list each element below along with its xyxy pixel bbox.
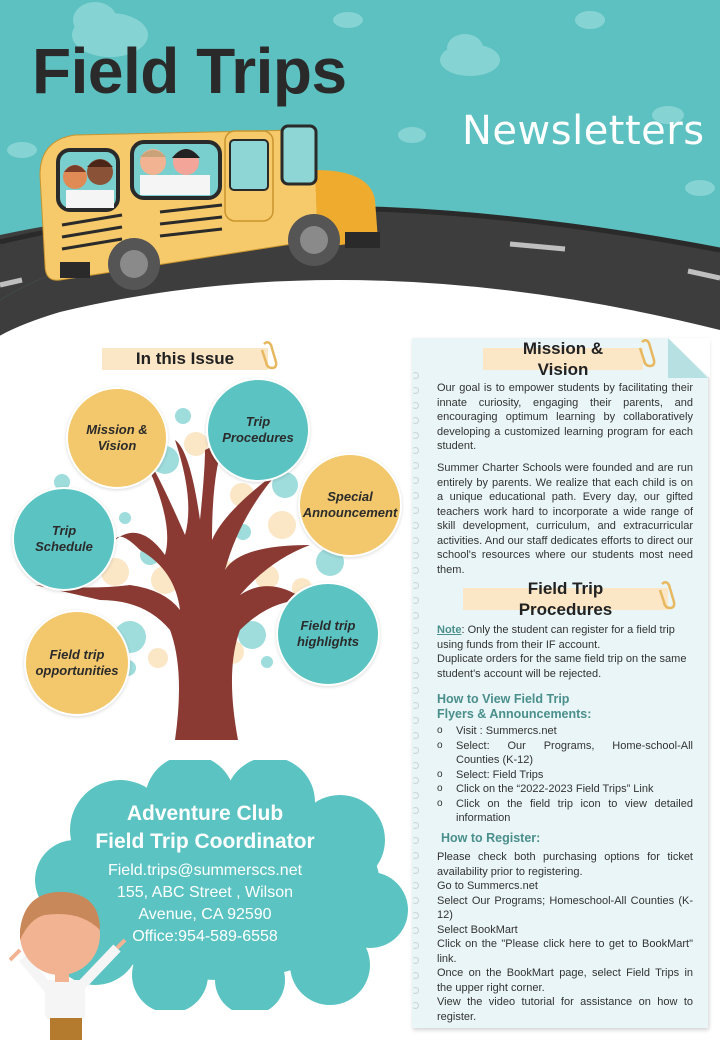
register-step: Click on the "Please click here to get t…: [437, 938, 693, 965]
topic-label: highlights: [296, 634, 360, 649]
contact-heading-2: Field Trip Coordinator: [95, 830, 315, 853]
view-steps-list: Visit : Summercs.net Select: Our Program…: [437, 724, 693, 826]
notepad-panel: [412, 338, 708, 1028]
mission-heading: Mission &Vision: [522, 339, 604, 379]
register-step: Go to Summercs.net: [437, 880, 538, 892]
contact-address-2: Avenue, CA 92590: [138, 906, 272, 923]
topic-label: Schedule: [35, 539, 93, 554]
topic-label: Vision: [97, 438, 137, 453]
mission-paragraph-2: Summer Charter Schools were founded and …: [437, 462, 693, 576]
in-this-issue-heading: In this Issue: [135, 349, 235, 368]
boy-illustration: [8, 891, 127, 1040]
register-steps: Please check both purchasing options for…: [437, 850, 693, 1024]
register-step: Once on the BookMart page, select Field …: [437, 967, 693, 994]
view-step: Visit : Summercs.net: [437, 724, 693, 739]
topic-label: Announcement: [302, 505, 398, 520]
register-step: Select Our Programs; Homeschool-All Coun…: [437, 894, 693, 922]
view-step: Select: Our Programs, Home-school-All Co…: [437, 739, 693, 768]
view-step: Select: Field Trips: [437, 768, 693, 783]
contact-heading-1: Adventure Club: [126, 802, 284, 825]
notepad-rings: [412, 372, 422, 1022]
note-label: Note: [437, 624, 462, 636]
mission-paragraph-1: Our goal is to empower students by facil…: [437, 382, 693, 452]
page-subtitle: Newsletters: [462, 108, 705, 154]
contact-phone: Office:954-589-6558: [132, 928, 278, 945]
topic-mission-vision[interactable]: Mission &Vision: [66, 387, 168, 489]
procedures-note: Note: Only the student can register for …: [437, 623, 693, 681]
procedures-tag: [463, 588, 668, 610]
contact-info: Adventure Club Field Trip Coordinator Fi…: [40, 800, 370, 948]
topic-label: Trip: [245, 413, 271, 429]
view-step: Click on the “2022-2023 Field Trips” Lin…: [437, 782, 693, 797]
contact-email[interactable]: Field.trips@summerscs.net: [107, 862, 303, 879]
page-fold-icon: [668, 338, 710, 378]
topic-label: Trip: [51, 522, 77, 538]
topic-label: Special: [327, 488, 373, 504]
page-title: Field Trips: [32, 35, 347, 107]
topic-label: Field trip: [300, 617, 356, 633]
mission-tag: [483, 348, 643, 370]
view-step: Click on the field trip icon to view det…: [437, 797, 693, 826]
topic-label: Mission &: [86, 421, 148, 437]
register-heading: How to Register:: [441, 831, 541, 845]
register-step: Select BookMart: [437, 923, 518, 936]
paperclip-icon: [638, 339, 656, 368]
topic-label: opportunities: [35, 663, 119, 678]
duplicate-warning: Duplicate orders for the same field trip…: [437, 653, 687, 680]
paperclip-icon: [260, 341, 278, 370]
note-text: : Only the student can register for a fi…: [437, 624, 675, 651]
register-step: View the video tutorial for assistance o…: [437, 996, 693, 1023]
paperclip-icon: [658, 581, 676, 610]
topic-label: Field trip: [49, 646, 105, 662]
header-banner: Field Trips Newsletters: [0, 0, 720, 360]
contact-address-1: 155, ABC Street , Wilson: [116, 884, 294, 901]
register-step: Please check both purchasing options for…: [437, 851, 693, 878]
topic-label: Procedures: [222, 430, 294, 445]
in-this-issue-tag: In this Issue: [102, 348, 268, 370]
school-bus: [39, 124, 380, 290]
